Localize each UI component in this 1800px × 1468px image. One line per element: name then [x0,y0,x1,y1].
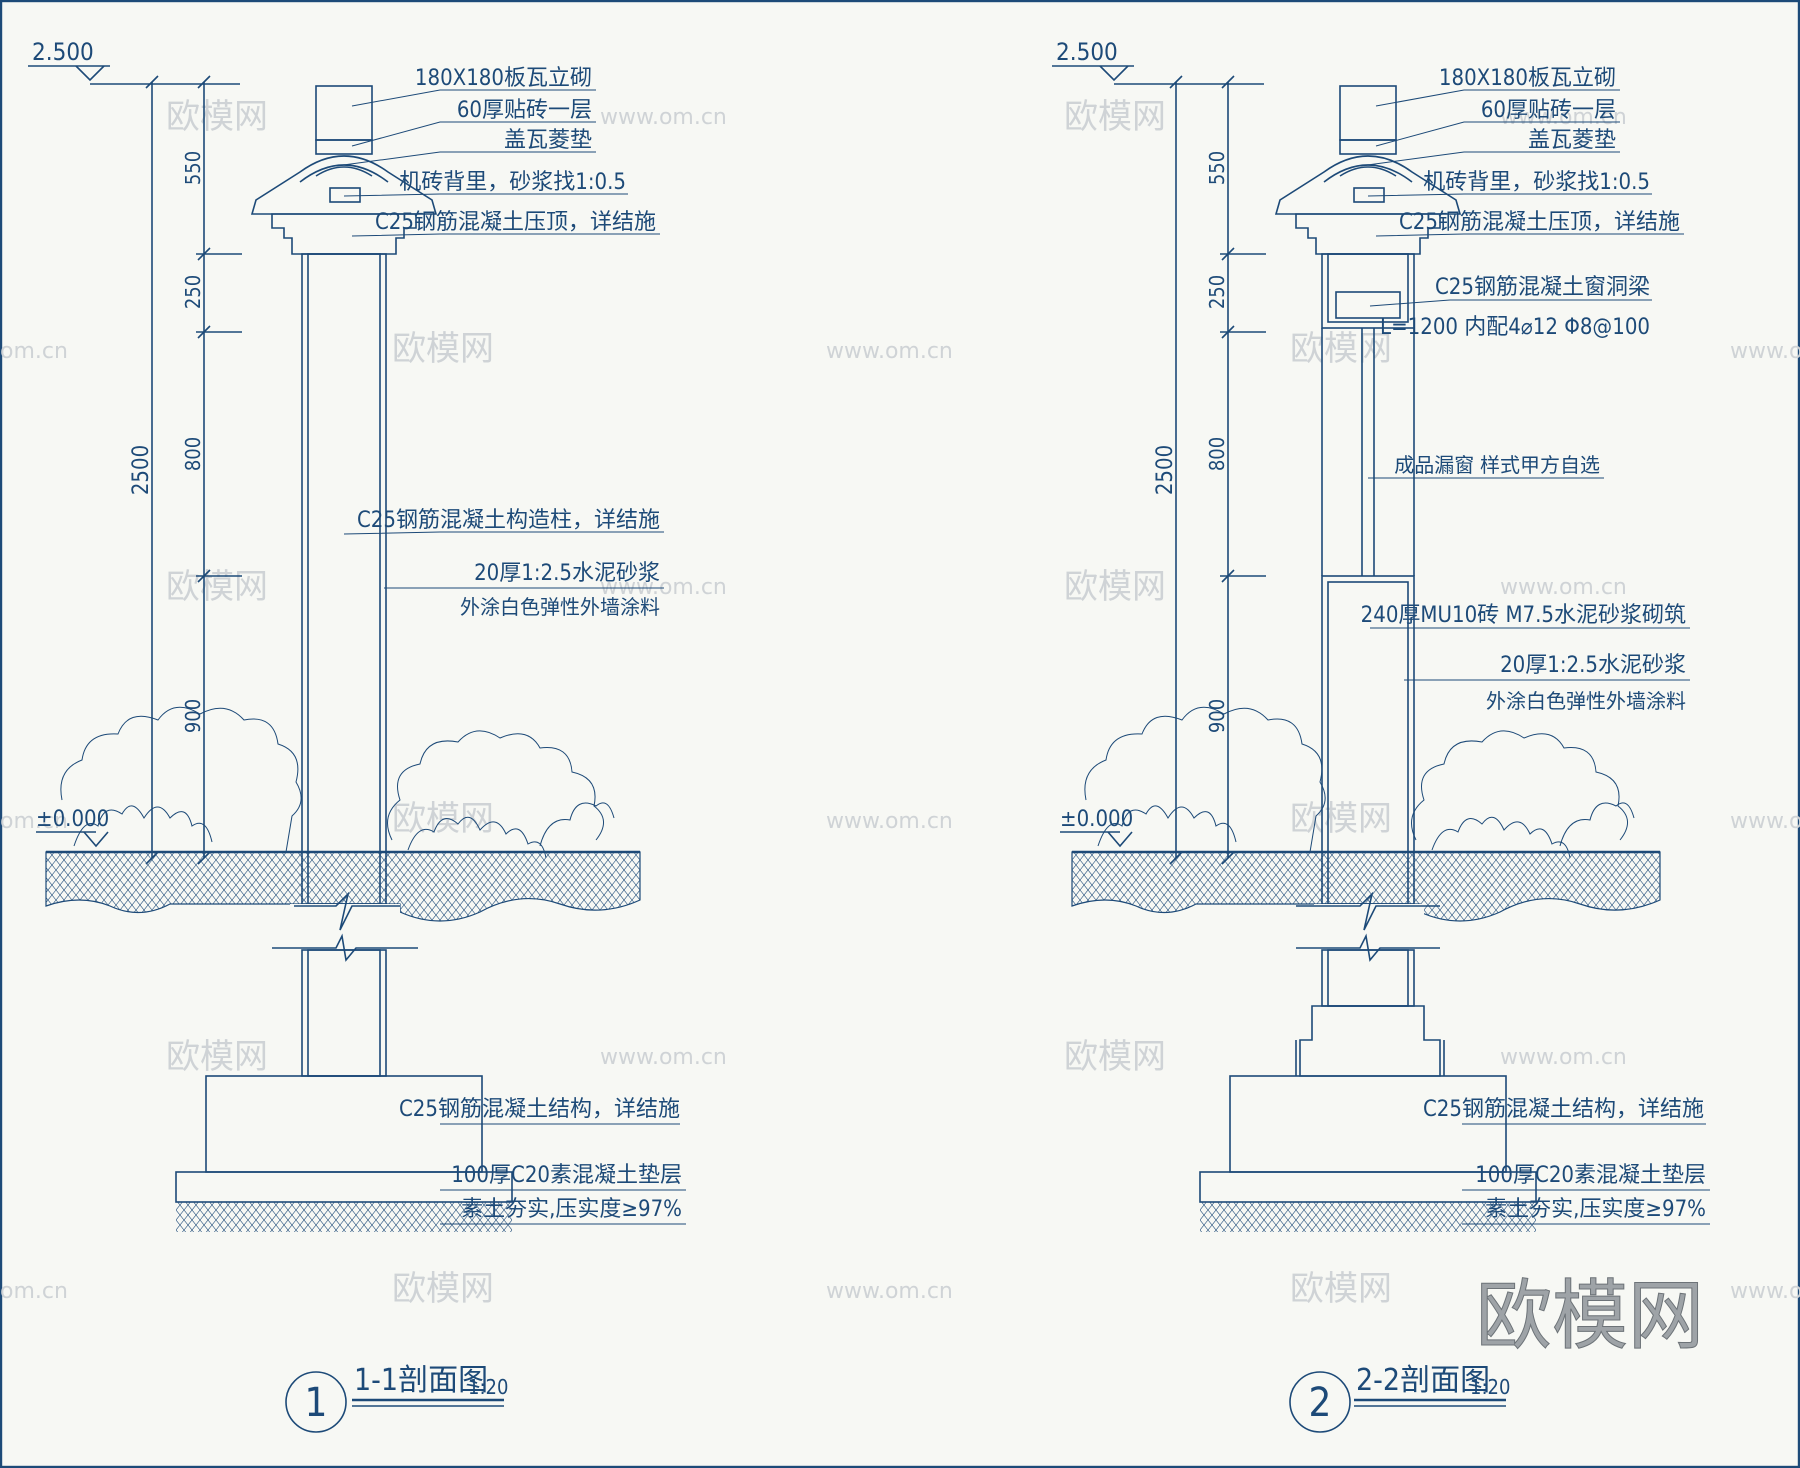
label-footing-2: C25钢筋混凝土结构，详结施 [1423,1097,1704,1122]
dim-550-2: 550 [1205,151,1229,185]
cap-brick-2 [1339,85,1397,141]
title-number-1: 1 [305,1380,328,1426]
elevation-marker-top: 2.500 [28,38,240,85]
label-soil: 素土夯实,压实度≥97% [461,1197,682,1222]
label-soil-2: 素土夯实,压实度≥97% [1485,1197,1706,1222]
watermark-text: www.om.cn [1730,339,1800,364]
watermark-text: www.om.cn [826,809,953,834]
watermark-text: 欧模网 [1290,1269,1392,1309]
watermark-text: 欧模网 [1064,97,1166,137]
watermark-text: 欧模网 [1064,1037,1166,1077]
watermark-text: 欧模网 [392,1269,494,1309]
watermark-text: www.om.cn [1730,1279,1800,1304]
lintel [1327,253,1409,323]
dim-900: 900 [181,699,205,733]
dimension-chain: 2500 550 250 800 900 [129,75,242,865]
label-window: 成品漏窗 样式甲方自选 [1394,453,1600,477]
shrub-planting [60,706,615,859]
label-brick-wall: 240厚MU10砖 M7.5水泥砂浆砌筑 [1361,603,1686,628]
section-1-1: 2.500 2500 550 250 800 900 ±0.000 [28,38,686,1433]
dim-250: 250 [181,275,205,309]
watermark-text: 欧模网 [1064,567,1166,607]
dim-800: 800 [181,437,205,471]
title-text-1: 1-1剖面图 [354,1363,488,1398]
dim-800-2: 800 [1205,437,1229,471]
label-lintel: C25钢筋混凝土窗洞梁 [1435,275,1650,300]
ground-soil [45,850,641,922]
elevation-marker-ground: ±0.000 [36,807,109,848]
title-scale-2: 1:20 [1470,1375,1510,1399]
label-back-fill: 机砖背里，砂浆找1:0.5 [399,170,626,195]
title-number-2: 2 [1309,1380,1332,1426]
title-scale-1: 1:20 [468,1375,508,1399]
cap-brick [315,85,373,141]
watermark-layer: 欧模网 www.om.cn 欧模网 www.om.cn om.cn 欧模网 www.om.c… [0,97,1800,1309]
dim-total-2: 2500 [1153,445,1178,495]
elevation-top-text: 2.500 [32,38,94,66]
watermark-text: om.cn [0,339,68,364]
column-section [175,85,513,1232]
coping-2 [1295,213,1441,255]
annotations-2: 180X180板瓦立砌 60厚贴砖一层 盖瓦菱垫 机砖背里，砂浆找1:0.5 C… [1359,66,1710,1225]
watermark-text: www.om.cn [1500,1045,1627,1070]
title-text-2: 2-2剖面图 [1356,1363,1490,1398]
tile-layer-2 [1339,139,1397,155]
label-footing: C25钢筋混凝土结构，详结施 [399,1097,680,1122]
label-cap-brick-2: 180X180板瓦立砌 [1439,66,1616,91]
label-coping-2: C25钢筋混凝土压顶，详结施 [1399,210,1680,235]
watermark-text: www.om.cn [600,105,727,130]
elevation-ground-text-2: ±0.000 [1060,807,1133,832]
label-coping: C25钢筋混凝土压顶，详结施 [375,210,656,235]
label-column: C25钢筋混凝土构造柱，详结施 [357,508,660,533]
elevation-top-text-2: 2.500 [1056,38,1118,66]
elevation-ground-text: ±0.000 [36,807,109,832]
label-cushion: 100厚C20素混凝土垫层 [451,1163,682,1188]
dim-total: 2500 [129,445,154,495]
watermark-text: www.om.cn [826,1279,953,1304]
watermark-text: 欧模网 [166,1037,268,1077]
watermark-text: 欧模网 [392,329,494,369]
label-cap-brick: 180X180板瓦立砌 [415,66,592,91]
watermark-text: om.cn [0,809,68,834]
section-title-1: 1 1-1剖面图 1:20 [285,1363,508,1433]
watermark-text: 欧模网 [166,97,268,137]
watermark-text: om.cn [0,1279,68,1304]
annotations-1: 180X180板瓦立砌 60厚贴砖一层 盖瓦菱垫 机砖背里，砂浆找1:0.5 C… [335,66,686,1225]
wall-section [1199,85,1537,1232]
tile-layer [315,139,373,155]
watermark-text: www.om.cn [1500,105,1627,130]
label-back-fill-2: 机砖背里，砂浆找1:0.5 [1423,170,1650,195]
label-cushion-2: 100厚C20素混凝土垫层 [1475,1163,1706,1188]
elevation-marker-ground-2: ±0.000 [1060,807,1133,848]
watermark-text: www.om.cn [1730,809,1800,834]
label-cover-tile-2: 盖瓦菱垫 [1528,128,1616,153]
label-lintel-rebar: L=1200 内配4⌀12 Φ8@100 [1380,315,1650,340]
label-render2-2: 外涂白色弹性外墙涂料 [1486,689,1686,713]
watermark-text: www.om.cn [1500,575,1627,600]
dim-250-2: 250 [1205,275,1229,309]
label-render1-2: 20厚1:2.5水泥砂浆 [1500,653,1686,678]
watermark-text: www.om.cn [600,1045,727,1070]
section-2-2: 2.500 2500 550 250 800 900 ±0.000 [1052,38,1710,1433]
watermark-logo: 欧模网 [1476,1271,1704,1360]
label-cover-tile: 盖瓦菱垫 [504,128,592,153]
elevation-marker-top-2: 2.500 [1052,38,1264,85]
watermark-text: 欧模网 [1290,329,1392,369]
ground-soil-2 [1071,850,1661,922]
label-render1: 20厚1:2.5水泥砂浆 [474,561,660,586]
watermark-text: www.om.cn [826,339,953,364]
watermark-text: 欧模网 [1290,799,1392,839]
dim-900-2: 900 [1205,699,1229,733]
coping [271,213,417,255]
label-tile-layer-2: 60厚贴砖一层 [1481,98,1616,123]
watermark-text: 欧模网 [166,567,268,607]
label-tile-layer: 60厚贴砖一层 [457,98,592,123]
dim-550: 550 [181,151,205,185]
dimension-chain-2: 2500 550 250 800 900 [1153,75,1266,865]
section-title-2: 2 2-2剖面图 1:20 [1289,1363,1510,1433]
label-render2: 外涂白色弹性外墙涂料 [460,595,660,619]
window-opening [1321,328,1415,576]
